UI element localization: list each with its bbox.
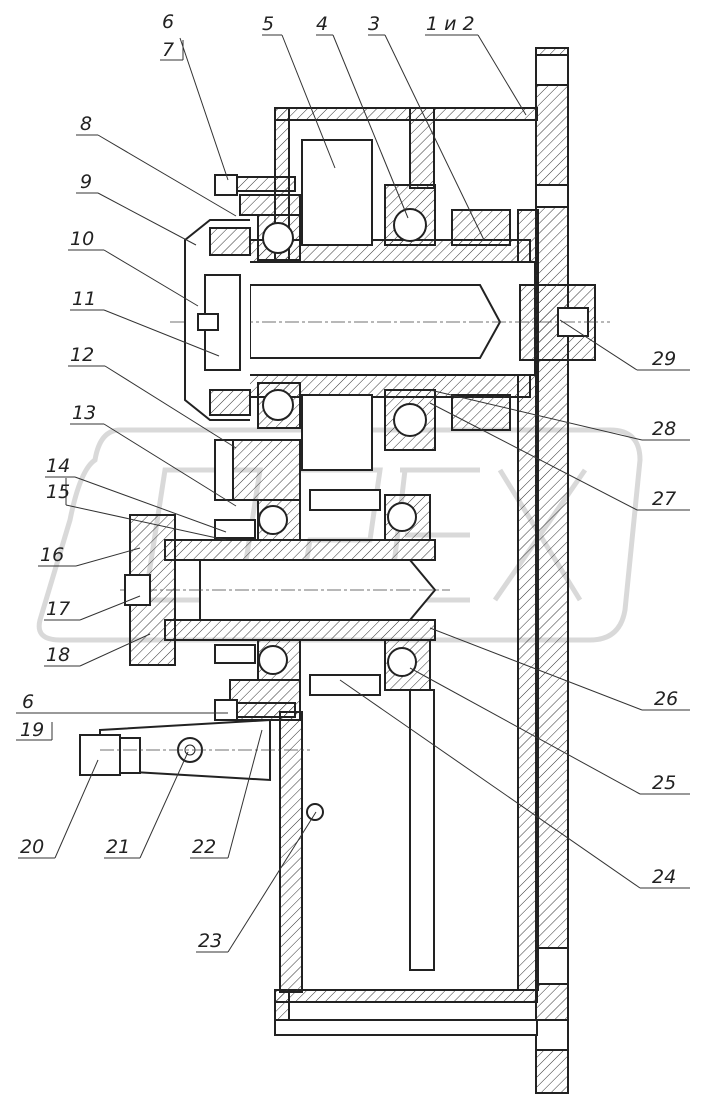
lower-shaft-assembly (120, 439, 450, 721)
callout-29: 29 (652, 348, 676, 370)
callout-6-top: 6 (162, 11, 174, 33)
callout-1-and-2: 1 и 2 (426, 13, 475, 35)
callout-16: 16 (40, 544, 64, 566)
callout-7: 7 (162, 39, 174, 61)
callout-4: 4 (316, 13, 328, 35)
callout-labels: 6 7 5 4 3 1 и 2 8 9 10 11 12 13 14 15 16… (20, 11, 678, 952)
callout-21: 21 (106, 836, 130, 858)
callout-14: 14 (46, 455, 70, 477)
callout-22: 22 (192, 836, 216, 858)
callout-17: 17 (46, 598, 70, 620)
lever-assembly (79, 718, 324, 821)
flange-plate (535, 47, 569, 1094)
callout-27: 27 (652, 488, 676, 510)
callout-26: 26 (654, 688, 678, 710)
callout-15: 15 (46, 481, 70, 503)
callout-3: 3 (368, 13, 380, 35)
callout-6-bottom: 6 (22, 691, 34, 713)
callout-12: 12 (70, 344, 94, 366)
callout-23: 23 (198, 930, 222, 952)
callout-28: 28 (652, 418, 676, 440)
callout-18: 18 (46, 644, 70, 666)
callout-25: 25 (652, 772, 676, 794)
callout-24: 24 (652, 866, 676, 888)
callout-5: 5 (262, 13, 274, 35)
callout-20: 20 (20, 836, 44, 858)
callout-9: 9 (80, 171, 92, 193)
upper-shaft-assembly (170, 139, 610, 471)
callout-8: 8 (80, 113, 92, 135)
callout-19: 19 (20, 719, 44, 741)
leader-lines (16, 34, 690, 953)
callout-10: 10 (70, 228, 94, 250)
callout-13: 13 (72, 402, 96, 424)
callout-11: 11 (72, 288, 96, 310)
